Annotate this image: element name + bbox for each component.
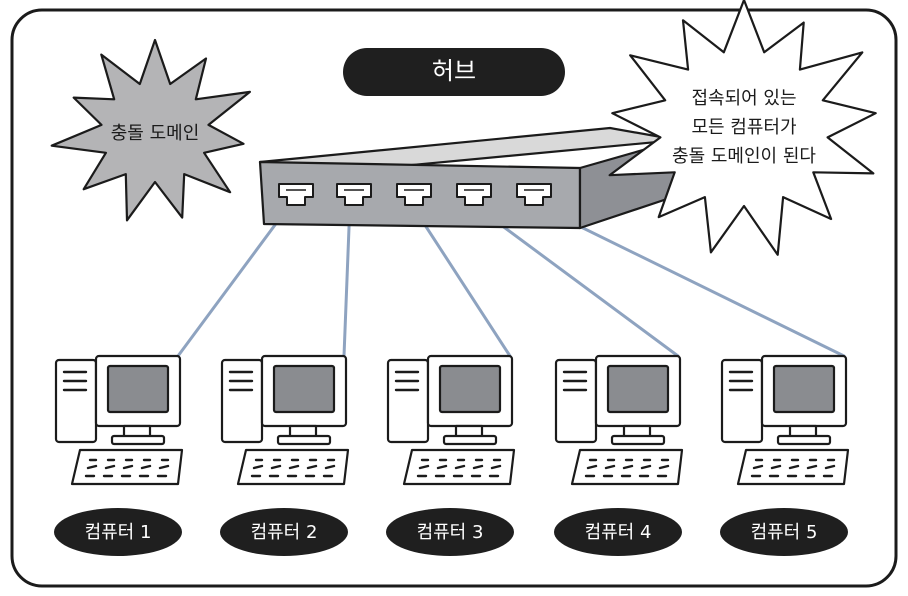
collision-domain-label: 충돌 도메인 [111, 123, 200, 144]
note-burst: 접속되어 있는 모든 컴퓨터가 충돌 도메인이 된다 [608, 0, 877, 256]
tower-case [386, 358, 430, 444]
hub-port-4 [456, 183, 492, 206]
computer-label-pill: 컴퓨터 1 [54, 508, 182, 556]
cable-1 [176, 200, 294, 358]
hub-title: 허브 [432, 57, 476, 85]
monitor [760, 354, 848, 446]
monitor [94, 354, 182, 446]
computer-label-pill: 컴퓨터 3 [386, 508, 514, 556]
keyboard [736, 448, 850, 486]
keyboard [236, 448, 350, 486]
hub-ports [278, 183, 552, 206]
keyboard [70, 448, 184, 486]
note-line-3: 충돌 도메인이 된다 [672, 146, 816, 167]
tower-case [54, 358, 98, 444]
collision-domain-burst: 충돌 도메인 [50, 38, 251, 222]
tower-case [554, 358, 598, 444]
monitor [594, 354, 682, 446]
hub-port-1 [278, 183, 314, 206]
computer-3: 컴퓨터 3 [386, 354, 516, 556]
computer-label: 컴퓨터 1 [85, 522, 152, 543]
computer-label-pill: 컴퓨터 2 [220, 508, 348, 556]
note-line-2: 모든 컴퓨터가 [691, 117, 796, 138]
computer-label: 컴퓨터 3 [417, 522, 484, 543]
keyboard [402, 448, 516, 486]
cable-2 [342, 200, 352, 358]
monitor [426, 354, 514, 446]
computer-1: 컴퓨터 1 [54, 354, 184, 556]
monitor [260, 354, 348, 446]
tower-case [220, 358, 264, 444]
computer-4: 컴퓨터 4 [554, 354, 684, 556]
keyboard [570, 448, 684, 486]
computer-label-pill: 컴퓨터 4 [554, 508, 682, 556]
computer-5: 컴퓨터 5 [720, 354, 850, 556]
tower-case [720, 358, 764, 444]
hub-port-5 [516, 183, 552, 206]
note-line-1: 접속되어 있는 [691, 88, 796, 109]
computers: 컴퓨터 1 컴퓨터 2 컴퓨터 3 컴퓨터 4 컴퓨터 5 [54, 354, 850, 556]
computer-label: 컴퓨터 4 [585, 522, 652, 543]
cable-3 [408, 200, 512, 358]
computer-2: 컴퓨터 2 [220, 354, 350, 556]
hub-port-2 [336, 183, 372, 206]
computer-label: 컴퓨터 2 [251, 522, 318, 543]
computer-label: 컴퓨터 5 [751, 522, 818, 543]
hub-port-3 [396, 183, 432, 206]
hub-title-pill: 허브 [343, 48, 565, 96]
computer-label-pill: 컴퓨터 5 [720, 508, 848, 556]
